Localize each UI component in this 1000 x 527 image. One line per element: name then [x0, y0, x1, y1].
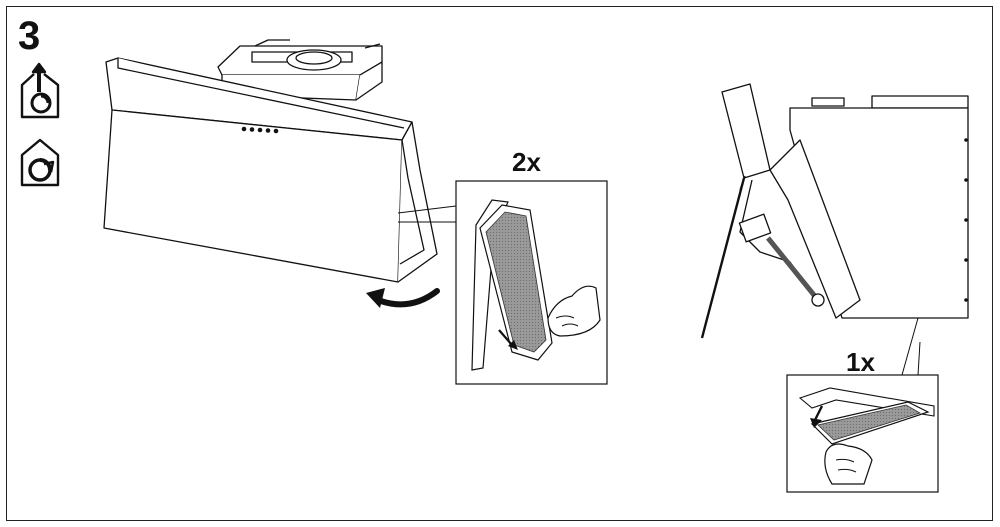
front-detail-leader [397, 205, 457, 223]
diagram-frame [6, 6, 993, 521]
side-detail-leader [901, 317, 921, 376]
recirculation-mode-icon [20, 138, 60, 187]
front-filter-detail [455, 180, 608, 385]
step-number: 3 [18, 14, 41, 58]
side-filter-quantity: 1x [846, 347, 875, 377]
open-panel-arrow [366, 288, 440, 308]
front-filter-quantity: 2x [512, 147, 541, 177]
side-filter-detail [786, 374, 939, 493]
cooker-hood-side-view [700, 83, 969, 339]
cooker-hood-front-view [103, 39, 438, 283]
ducted-mode-icon [20, 62, 60, 119]
